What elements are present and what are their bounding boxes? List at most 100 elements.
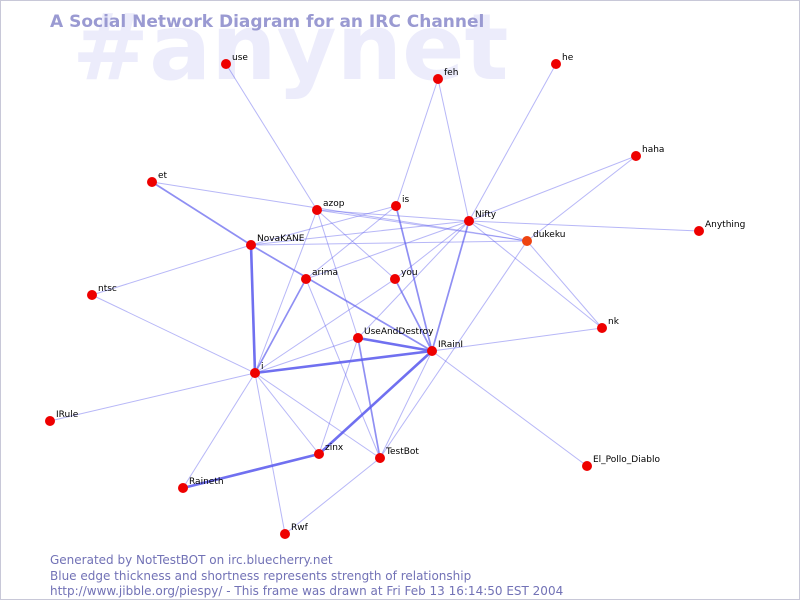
node-use[interactable]: use xyxy=(221,53,248,69)
edge-IRainI-nk xyxy=(431,327,603,352)
node-arima[interactable]: arima xyxy=(301,268,338,284)
node-IRule[interactable]: IRule xyxy=(45,410,79,426)
diagram-title: A Social Network Diagram for an IRC Chan… xyxy=(50,12,485,32)
edge-Nifty-arima xyxy=(305,220,470,280)
node-feh[interactable]: feh xyxy=(433,68,458,84)
node-dot[interactable] xyxy=(250,368,260,378)
node-label: is xyxy=(402,195,410,205)
edge-he-Nifty xyxy=(468,63,557,222)
edge-Nifty-nk xyxy=(468,220,603,329)
node-nk[interactable]: nk xyxy=(597,317,620,333)
node-label: haha xyxy=(642,145,664,155)
node-dot[interactable] xyxy=(551,59,561,69)
edge-i-Raineth xyxy=(182,372,256,489)
node-he[interactable]: he xyxy=(551,53,574,69)
node-is[interactable]: is xyxy=(391,195,410,211)
edge-Nifty-you xyxy=(394,220,470,280)
node-dot[interactable] xyxy=(427,346,437,356)
node-et[interactable]: et xyxy=(147,171,168,187)
node-label: arima xyxy=(312,268,338,278)
node-you[interactable]: you xyxy=(390,268,418,284)
edge-zinx-Raineth xyxy=(182,452,320,490)
node-label: TestBot xyxy=(385,447,419,457)
node-dot[interactable] xyxy=(45,416,55,426)
edge-UseAndDestroy-i xyxy=(254,337,359,374)
node-label: El_Pollo_Diablo xyxy=(593,455,660,465)
edge-UseAndDestroy-IRainI xyxy=(357,336,433,353)
edge-ntsc-i xyxy=(91,294,256,374)
node-dot[interactable] xyxy=(582,461,592,471)
edge-i-Rwf xyxy=(254,372,286,535)
node-label: you xyxy=(401,268,418,278)
edge-haha-Nifty xyxy=(468,155,637,222)
node-dot[interactable] xyxy=(178,483,188,493)
node-dot[interactable] xyxy=(390,274,400,284)
edge-et-dukeku xyxy=(151,181,528,242)
edge-layer xyxy=(49,63,700,535)
node-dot[interactable] xyxy=(597,323,607,333)
edge-Nifty-dukeku xyxy=(468,220,528,242)
node-label: Nifty xyxy=(475,210,497,220)
node-label: Rwf xyxy=(291,523,309,533)
edge-you-i xyxy=(254,278,396,374)
node-dot[interactable] xyxy=(464,216,474,226)
edge-arima-TestBot xyxy=(305,278,381,459)
edge-Nifty-Anything xyxy=(468,220,700,232)
node-dot[interactable] xyxy=(221,59,231,69)
edge-NovaKANE-IRainI xyxy=(250,244,433,352)
node-dot[interactable] xyxy=(147,177,157,187)
node-dot[interactable] xyxy=(694,226,704,236)
edge-Nifty-IRainI xyxy=(431,220,470,352)
node-dot[interactable] xyxy=(301,274,311,284)
edge-IRainI-El_Pollo_Diablo xyxy=(431,350,588,467)
node-UseAndDestroy[interactable]: UseAndDestroy xyxy=(353,327,434,343)
edge-azop-dukeku xyxy=(316,209,528,242)
edge-haha-dukeku xyxy=(526,155,637,242)
edge-feh-Nifty xyxy=(437,78,470,222)
source-link[interactable]: http://www.jibble.org/piespy/ - This fra… xyxy=(50,584,564,598)
edge-et-NovaKANE xyxy=(151,181,252,246)
node-El_Pollo_Diablo[interactable]: El_Pollo_Diablo xyxy=(582,455,660,471)
node-dot[interactable] xyxy=(312,205,322,215)
node-dukeku[interactable]: dukeku xyxy=(522,230,565,246)
node-dot[interactable] xyxy=(391,201,401,211)
node-Nifty[interactable]: Nifty xyxy=(464,210,497,226)
node-dot[interactable] xyxy=(375,453,385,463)
node-label: et xyxy=(158,171,168,181)
edge-dukeku-nk xyxy=(526,240,603,329)
node-zinx[interactable]: zinx xyxy=(314,443,344,459)
node-dot[interactable] xyxy=(631,151,641,161)
edge-feh-is xyxy=(395,78,439,207)
node-Anything[interactable]: Anything xyxy=(694,220,745,236)
node-dot[interactable] xyxy=(87,290,97,300)
node-dot[interactable] xyxy=(246,240,256,250)
edge-NovaKANE-i xyxy=(249,244,257,374)
node-Raineth[interactable]: Raineth xyxy=(178,477,224,493)
node-label: NovaKANE xyxy=(257,234,305,244)
node-haha[interactable]: haha xyxy=(631,145,664,161)
node-dot[interactable] xyxy=(314,449,324,459)
node-label: zinx xyxy=(325,443,344,453)
node-NovaKANE[interactable]: NovaKANE xyxy=(246,234,305,250)
node-TestBot[interactable]: TestBot xyxy=(375,447,419,463)
node-label: azop xyxy=(323,199,345,209)
node-dot[interactable] xyxy=(522,236,532,246)
node-dot[interactable] xyxy=(353,333,363,343)
node-i[interactable]: i xyxy=(250,362,264,378)
node-label: IRule xyxy=(56,410,79,420)
node-ntsc[interactable]: ntsc xyxy=(87,284,117,300)
node-IRainI[interactable]: IRainI xyxy=(427,340,463,356)
edge-i-zinx xyxy=(254,372,320,455)
node-dot[interactable] xyxy=(433,74,443,84)
edge-IRainI-zinx xyxy=(318,350,433,455)
node-label: UseAndDestroy xyxy=(364,327,434,337)
node-dot[interactable] xyxy=(280,529,290,539)
edge-azop-you xyxy=(316,209,396,280)
edge-NovaKANE-ntsc xyxy=(91,244,252,296)
node-Rwf[interactable]: Rwf xyxy=(280,523,309,539)
node-azop[interactable]: azop xyxy=(312,199,345,215)
node-label: IRainI xyxy=(438,340,463,350)
node-label: Anything xyxy=(705,220,745,230)
